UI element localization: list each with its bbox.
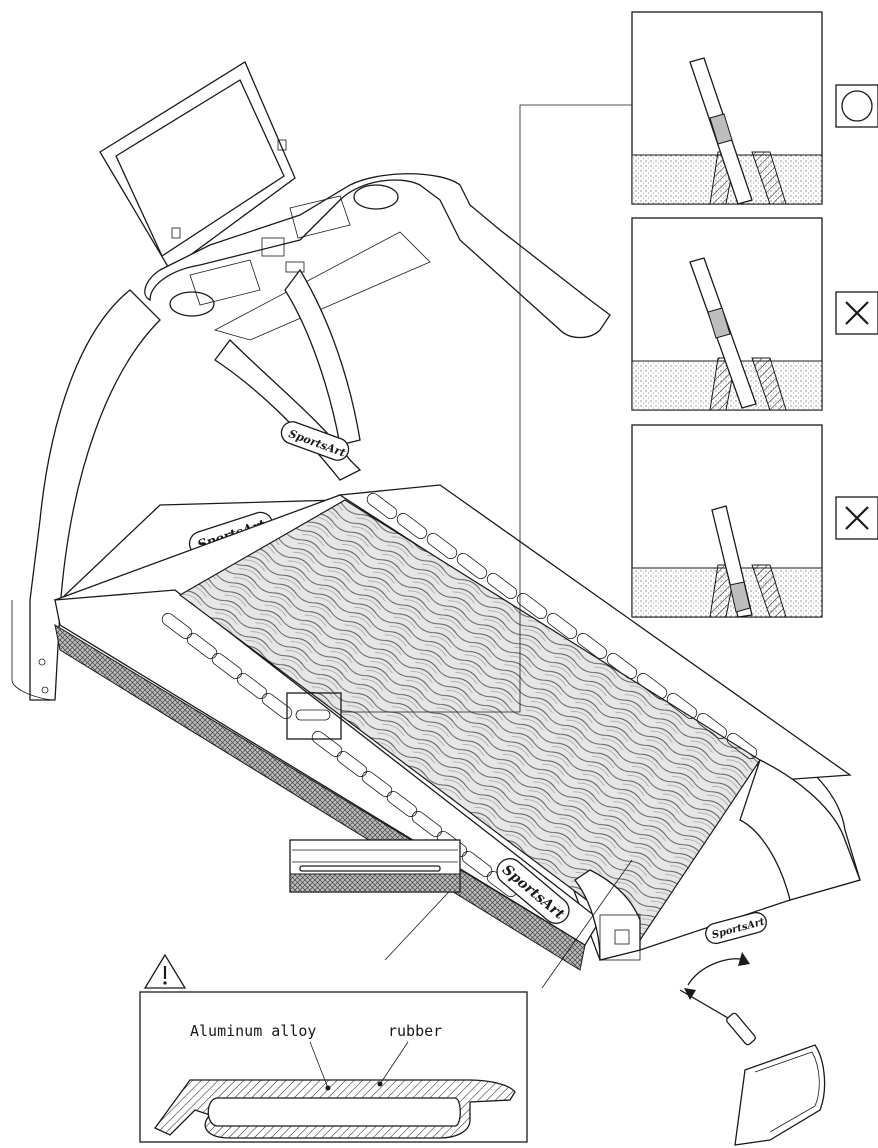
insertion-detail-too-deep [631,424,823,618]
right-rail-slats [366,492,758,760]
highlighted-slat [295,709,331,721]
side-rail-detail [289,839,461,893]
t-handle-wrench [679,952,756,1046]
insertion-detail-correct [631,11,823,205]
leader-lines [341,104,633,989]
left-rail-slats [161,612,518,898]
slat-section-callout: Aluminum alloy rubber [139,991,528,1143]
console-screen [99,61,296,271]
cross-mark-1 [835,291,878,335]
highlighted-slat-box [286,692,342,740]
circle-mark [835,84,878,128]
warning-triangle-icon [143,953,187,989]
cross-mark-2 [835,496,878,540]
rear-cover-panel [734,1044,826,1146]
rubber-label: rubber [388,1022,442,1040]
aluminum-alloy-label: Aluminum alloy [190,1022,316,1040]
console-tray [144,173,611,341]
insertion-detail-too-shallow [631,217,823,411]
